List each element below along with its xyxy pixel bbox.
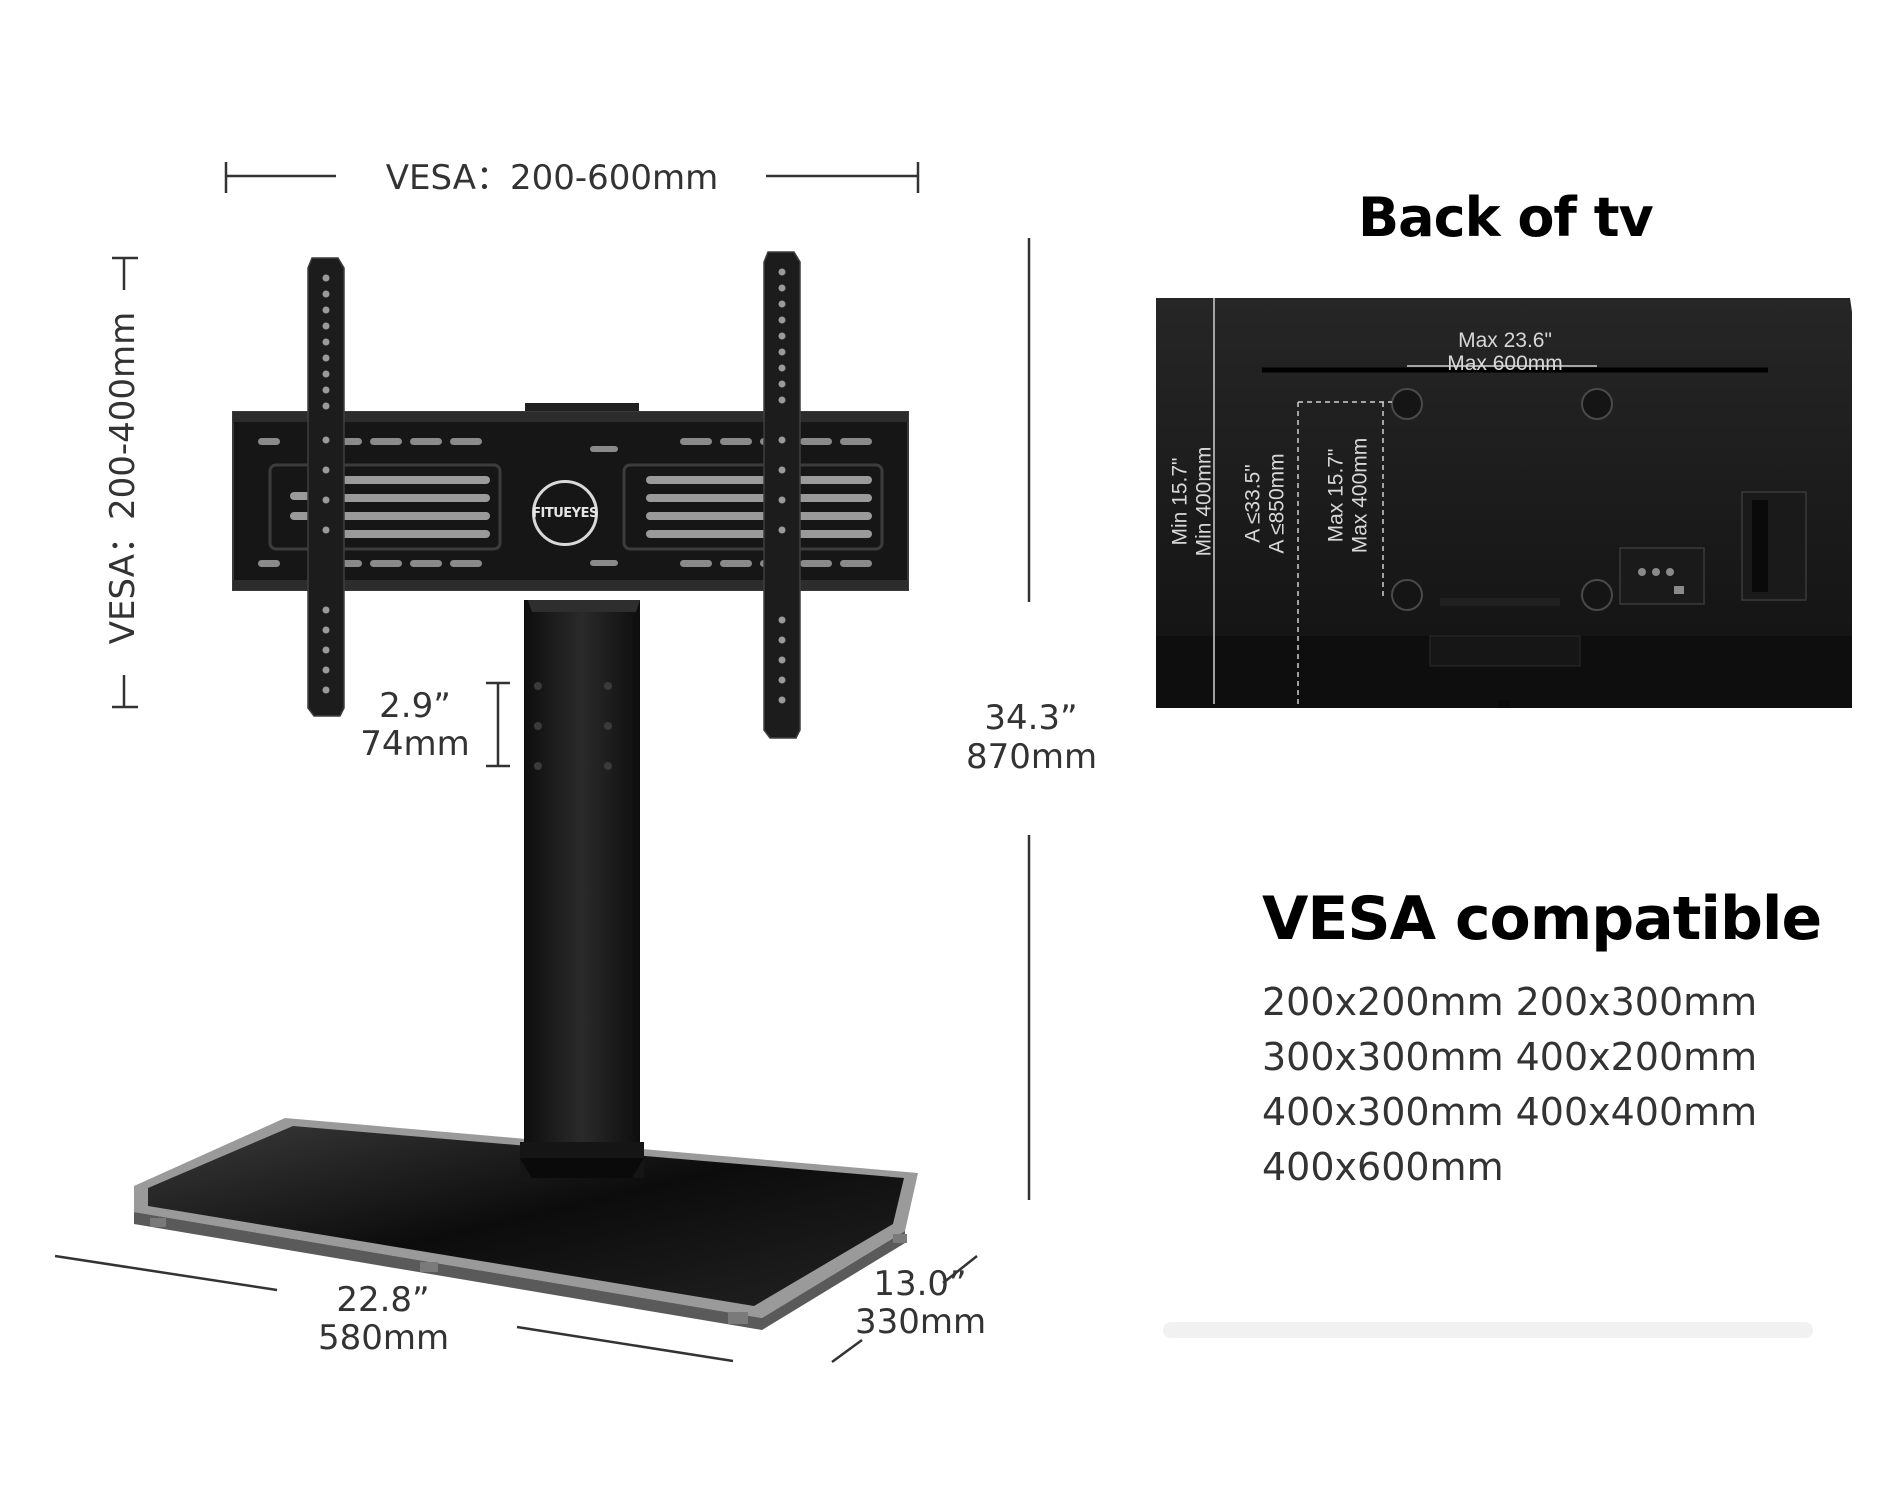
- back-of-tv-title: Back of tv: [1358, 186, 1654, 249]
- column-pole: [520, 600, 644, 1178]
- vesa-size-item: 400x300mm: [1262, 1090, 1504, 1134]
- vesa-size-item: 400x600mm: [1262, 1145, 1504, 1189]
- vesa-size-item: 400x200mm: [1515, 1035, 1758, 1079]
- vesa-size-item: 300x300mm: [1262, 1035, 1504, 1079]
- tv-min-height-mm-label: Min 400mm: [1192, 446, 1216, 557]
- vesa-height-dimension-line: [112, 256, 138, 709]
- tv-max-width-inch-label: Max 23.6": [1458, 329, 1552, 352]
- base-width-inch-label: 22.8”: [336, 1280, 430, 1320]
- tv-max-width-mm-label: Max 600mm: [1447, 352, 1563, 375]
- vesa-size-item: 400x400mm: [1515, 1090, 1758, 1134]
- base-width-mm-label: 580mm: [318, 1318, 450, 1358]
- tv-max-height-mm-label: Max 400mm: [1348, 437, 1372, 554]
- right-bracket-arm: [763, 251, 801, 739]
- base-depth-mm-label: 330mm: [855, 1302, 987, 1342]
- total-height-mm-label: 870mm: [966, 737, 1098, 777]
- total-height-inch-label: 34.3”: [984, 698, 1078, 738]
- tv-max-height-inch-label: Max 15.7": [1324, 448, 1348, 543]
- vesa-compatible-title: VESA compatible: [1262, 884, 1822, 954]
- brand-logo: FITUEYES: [532, 480, 598, 546]
- base-depth-dimension-line: [831, 1255, 978, 1364]
- base-width-dimension-line: [54, 1254, 734, 1363]
- vesa-width-label: VESA：200-600mm: [385, 158, 719, 198]
- back-of-tv-panel: [1156, 298, 1852, 1338]
- height-adjust-bracket: [486, 681, 510, 768]
- left-bracket-arm: [307, 257, 345, 717]
- vesa-size-item: 200x200mm: [1262, 980, 1504, 1024]
- base-depth-inch-label: 13.0”: [873, 1264, 967, 1304]
- tv-min-height-inch-label: Min 15.7": [1168, 457, 1192, 546]
- tv-a-mm-label: A ≤850mm: [1265, 453, 1289, 554]
- vesa-height-label: VESA：200-400mm: [103, 311, 143, 645]
- height-adjust-inch-label: 2.9”: [379, 686, 451, 726]
- glass-base: [134, 1118, 918, 1330]
- vesa-size-item: 200x300mm: [1515, 980, 1758, 1024]
- height-adjust-mm-label: 74mm: [360, 724, 470, 764]
- vesa-width-dimension-line: [224, 162, 920, 193]
- tv-a-inch-label: A ≤33.5": [1241, 464, 1265, 543]
